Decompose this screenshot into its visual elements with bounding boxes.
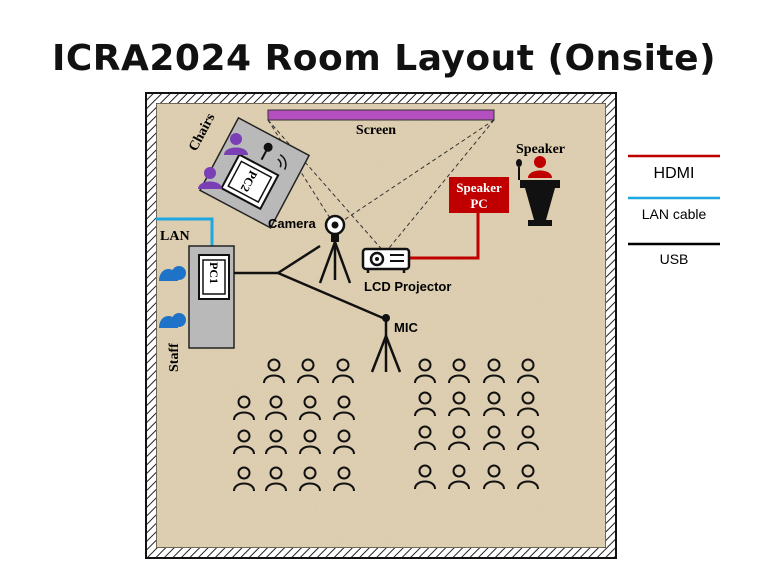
staff-person-icon [159, 313, 186, 328]
lcd-projector-label: LCD Projector [364, 279, 451, 294]
podium [520, 180, 560, 226]
chairs-group [198, 133, 248, 189]
speaker-label: Speaker [516, 142, 565, 157]
microphone-icon [260, 142, 273, 161]
wifi-icon [277, 154, 287, 170]
legend-usb-label: USB [660, 251, 689, 267]
pc1-label: PC1 [207, 262, 221, 284]
screen-label: Screen [356, 123, 396, 138]
chair-person-icon [198, 167, 222, 189]
speaker-person [528, 156, 552, 178]
speaker-pc [449, 177, 509, 213]
legend: HDMI LAN cable USB [628, 154, 720, 267]
mic-label: MIC [394, 320, 418, 335]
speaker-pc-label-line2: PC [470, 196, 487, 211]
camera-label: Camera [268, 216, 316, 231]
lan-label: LAN [160, 229, 190, 244]
speaker-pc-label-line1: Speaker [456, 180, 502, 195]
screen [267, 109, 495, 121]
camera [318, 214, 352, 284]
podium-microphone-icon [516, 159, 522, 180]
lan-cable [156, 217, 214, 250]
hdmi-cable [410, 213, 480, 260]
staff-person-icon [159, 266, 186, 281]
page-title: ICRA2024 Room Layout (Onsite) [51, 38, 717, 79]
projection-lines [267, 119, 495, 254]
chair-person-icon [224, 133, 248, 155]
pc2-station: PC2 [198, 116, 311, 229]
legend-lan-label: LAN cable [642, 206, 707, 222]
staff-label: Staff [167, 343, 182, 372]
lcd-projector [361, 247, 411, 273]
usb-cables [234, 244, 384, 320]
microphone-stand [370, 314, 402, 373]
legend-hdmi-label: HDMI [654, 165, 695, 182]
